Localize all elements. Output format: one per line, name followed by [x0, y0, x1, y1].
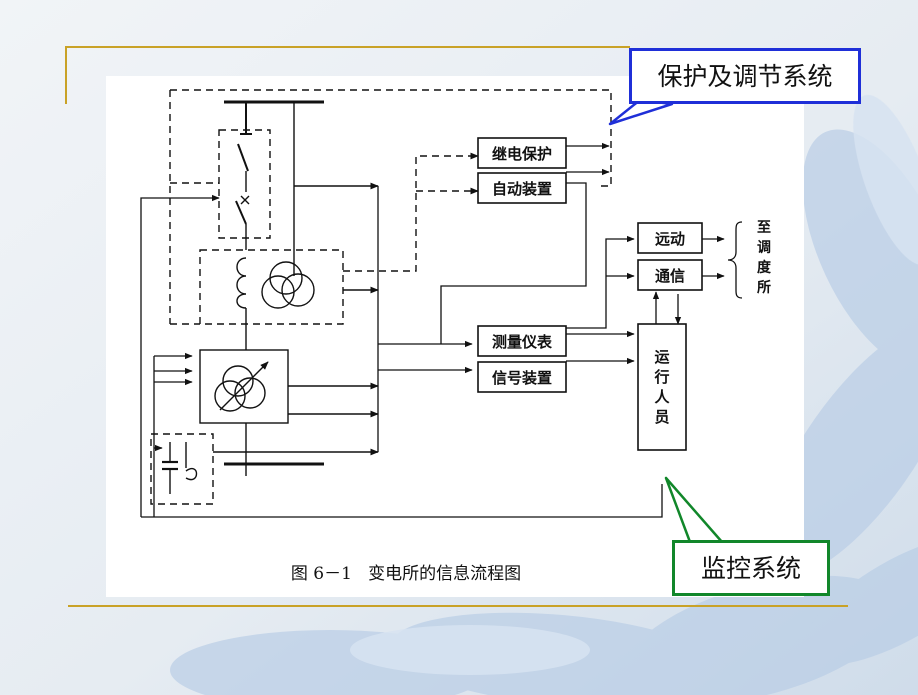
signal-device-box: 信号装置: [477, 361, 567, 393]
auto-device-box: 自动装置: [477, 172, 567, 204]
monitoring-system-callout: 监控系统: [672, 540, 830, 596]
telecontrol-label: 远动: [655, 230, 685, 248]
power-transformer: [199, 349, 379, 464]
operator-char-2: 行: [653, 368, 669, 386]
busbars: [224, 100, 324, 466]
decorative-rule-top: [65, 46, 630, 48]
flower-decoration: [170, 129, 918, 695]
dispatch-char-4: 所: [757, 279, 771, 296]
communication-box: 通信: [637, 259, 703, 291]
operator-char-1: 运: [654, 348, 669, 366]
meters-label: 测量仪表: [492, 333, 553, 351]
diagram-figure: 继电保护 自动装置 远动 通信 测量仪表 信号装置 运 行 人 员: [106, 76, 804, 597]
current-transformer: [199, 249, 379, 350]
signal-lines: [140, 142, 743, 518]
auto-device-label: 自动装置: [492, 180, 552, 198]
meters-box: 测量仪表: [477, 325, 567, 357]
operator-char-3: 人: [654, 388, 670, 406]
relay-protection-box: 继电保护: [477, 137, 567, 169]
figure-caption: 图 6－1 变电所的信息流程图: [291, 564, 521, 584]
relay-protection-label: 继电保护: [492, 145, 552, 163]
communication-label: 通信: [655, 267, 685, 285]
capacitor-unit: [150, 433, 379, 505]
decorative-rule-bottom: [68, 605, 848, 607]
signal-device-label: 信号装置: [492, 369, 552, 387]
operator-box: 运 行 人 员: [637, 323, 687, 451]
protection-system-callout: 保护及调节系统: [629, 48, 861, 104]
decorative-rule-left: [65, 46, 67, 104]
to-dispatch-label: 至 调 度 所: [757, 220, 772, 296]
dispatch-char-1: 至: [757, 220, 771, 236]
dispatch-char-3: 度: [757, 259, 772, 276]
protection-loop-dashed: [169, 89, 612, 325]
switchgear: [218, 102, 379, 276]
operator-char-4: 员: [654, 408, 669, 426]
telecontrol-box: 远动: [637, 222, 703, 254]
dispatch-char-2: 调: [757, 240, 771, 256]
